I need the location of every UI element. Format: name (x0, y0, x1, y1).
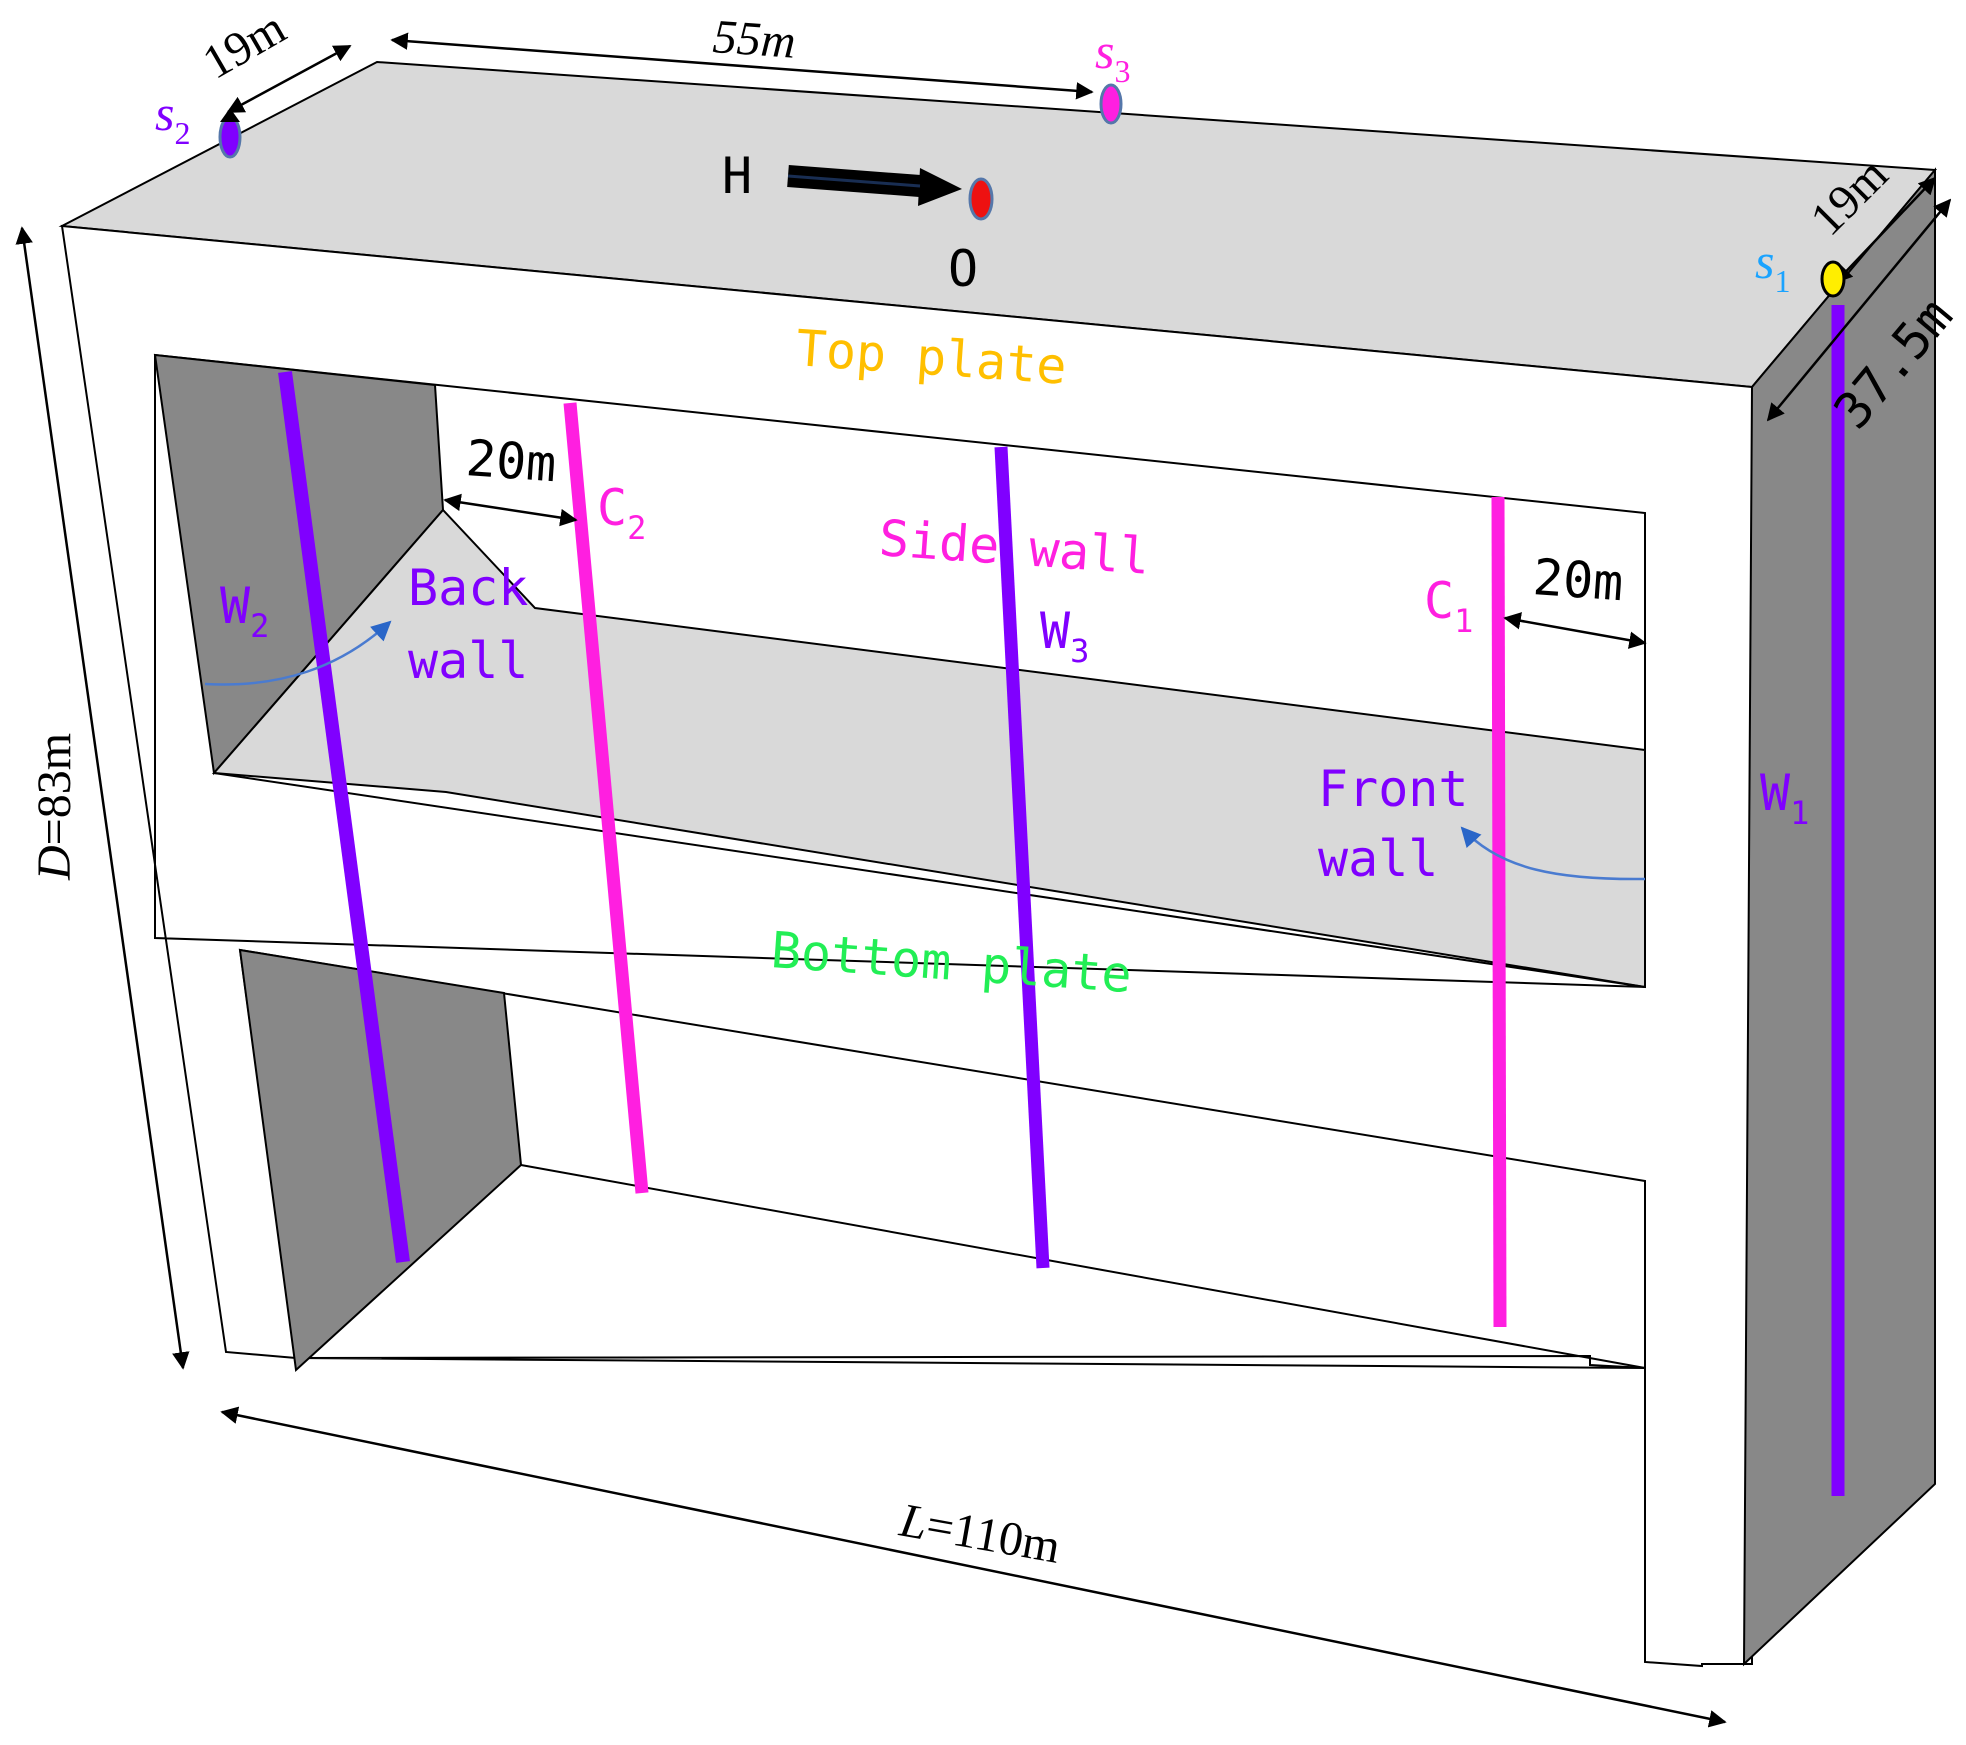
dim-line-s2-width (226, 44, 352, 114)
line-labels: W1 W2 W3 C1 C2 (220, 479, 1809, 832)
w3-label: W3 (1040, 602, 1089, 670)
s3-label: s3 (1095, 23, 1130, 89)
dim-length-label: L=110m (895, 1493, 1064, 1573)
w2-label: W2 (220, 577, 269, 645)
line-c1 (1491, 496, 1507, 1328)
structure-body (58, 60, 1938, 1668)
force-arrow (787, 165, 962, 206)
origin-label: O (948, 240, 978, 298)
dim-line-s2-s3 (390, 32, 1094, 100)
s3-marker (1099, 83, 1123, 125)
dim-s2-width-label: 19m (194, 1, 294, 90)
front-wall-label-line1: Front (1318, 760, 1469, 818)
middle-plate-face (211, 508, 1646, 989)
s2-marker (218, 115, 242, 159)
dim-line-c2-offset (443, 493, 578, 527)
back-wall-pointer (204, 620, 392, 686)
dim-height-label: D=83m (28, 733, 81, 881)
s1-label: s1 (1755, 233, 1790, 299)
s2-label: s2 (155, 85, 190, 151)
c2-label: C2 (597, 479, 646, 547)
line-c2 (563, 402, 649, 1194)
w1-label: W1 (1760, 764, 1809, 832)
dimension-lines (15, 32, 1952, 1728)
back-wall-label-line1: Back (408, 559, 528, 617)
s1-marker (1820, 260, 1846, 298)
side-wall-label: Side wall (877, 509, 1151, 586)
dim-c1-offset-label: 20m (1531, 548, 1625, 612)
line-w2 (278, 371, 410, 1263)
dim-c2-offset-label: 20m (464, 429, 558, 493)
dim-line-height (15, 226, 190, 1370)
line-w3 (994, 446, 1050, 1269)
dim-line-length (220, 1406, 1727, 1728)
point-labels: s1 s2 s3 (155, 23, 1790, 299)
c1-label: C1 (1424, 572, 1473, 640)
front-wall-label-line2: wall (1318, 830, 1438, 888)
measurement-lines (278, 305, 1845, 1496)
dim-line-depth-half (1766, 198, 1952, 422)
front-wall-pointer (1460, 826, 1646, 881)
dim-s2-s3-label: 55m (711, 10, 797, 69)
force-label: H (722, 147, 752, 205)
back-wall-label-line2: wall (408, 632, 528, 690)
dim-line-c1-offset (1503, 612, 1647, 649)
origin-marker (968, 177, 994, 221)
